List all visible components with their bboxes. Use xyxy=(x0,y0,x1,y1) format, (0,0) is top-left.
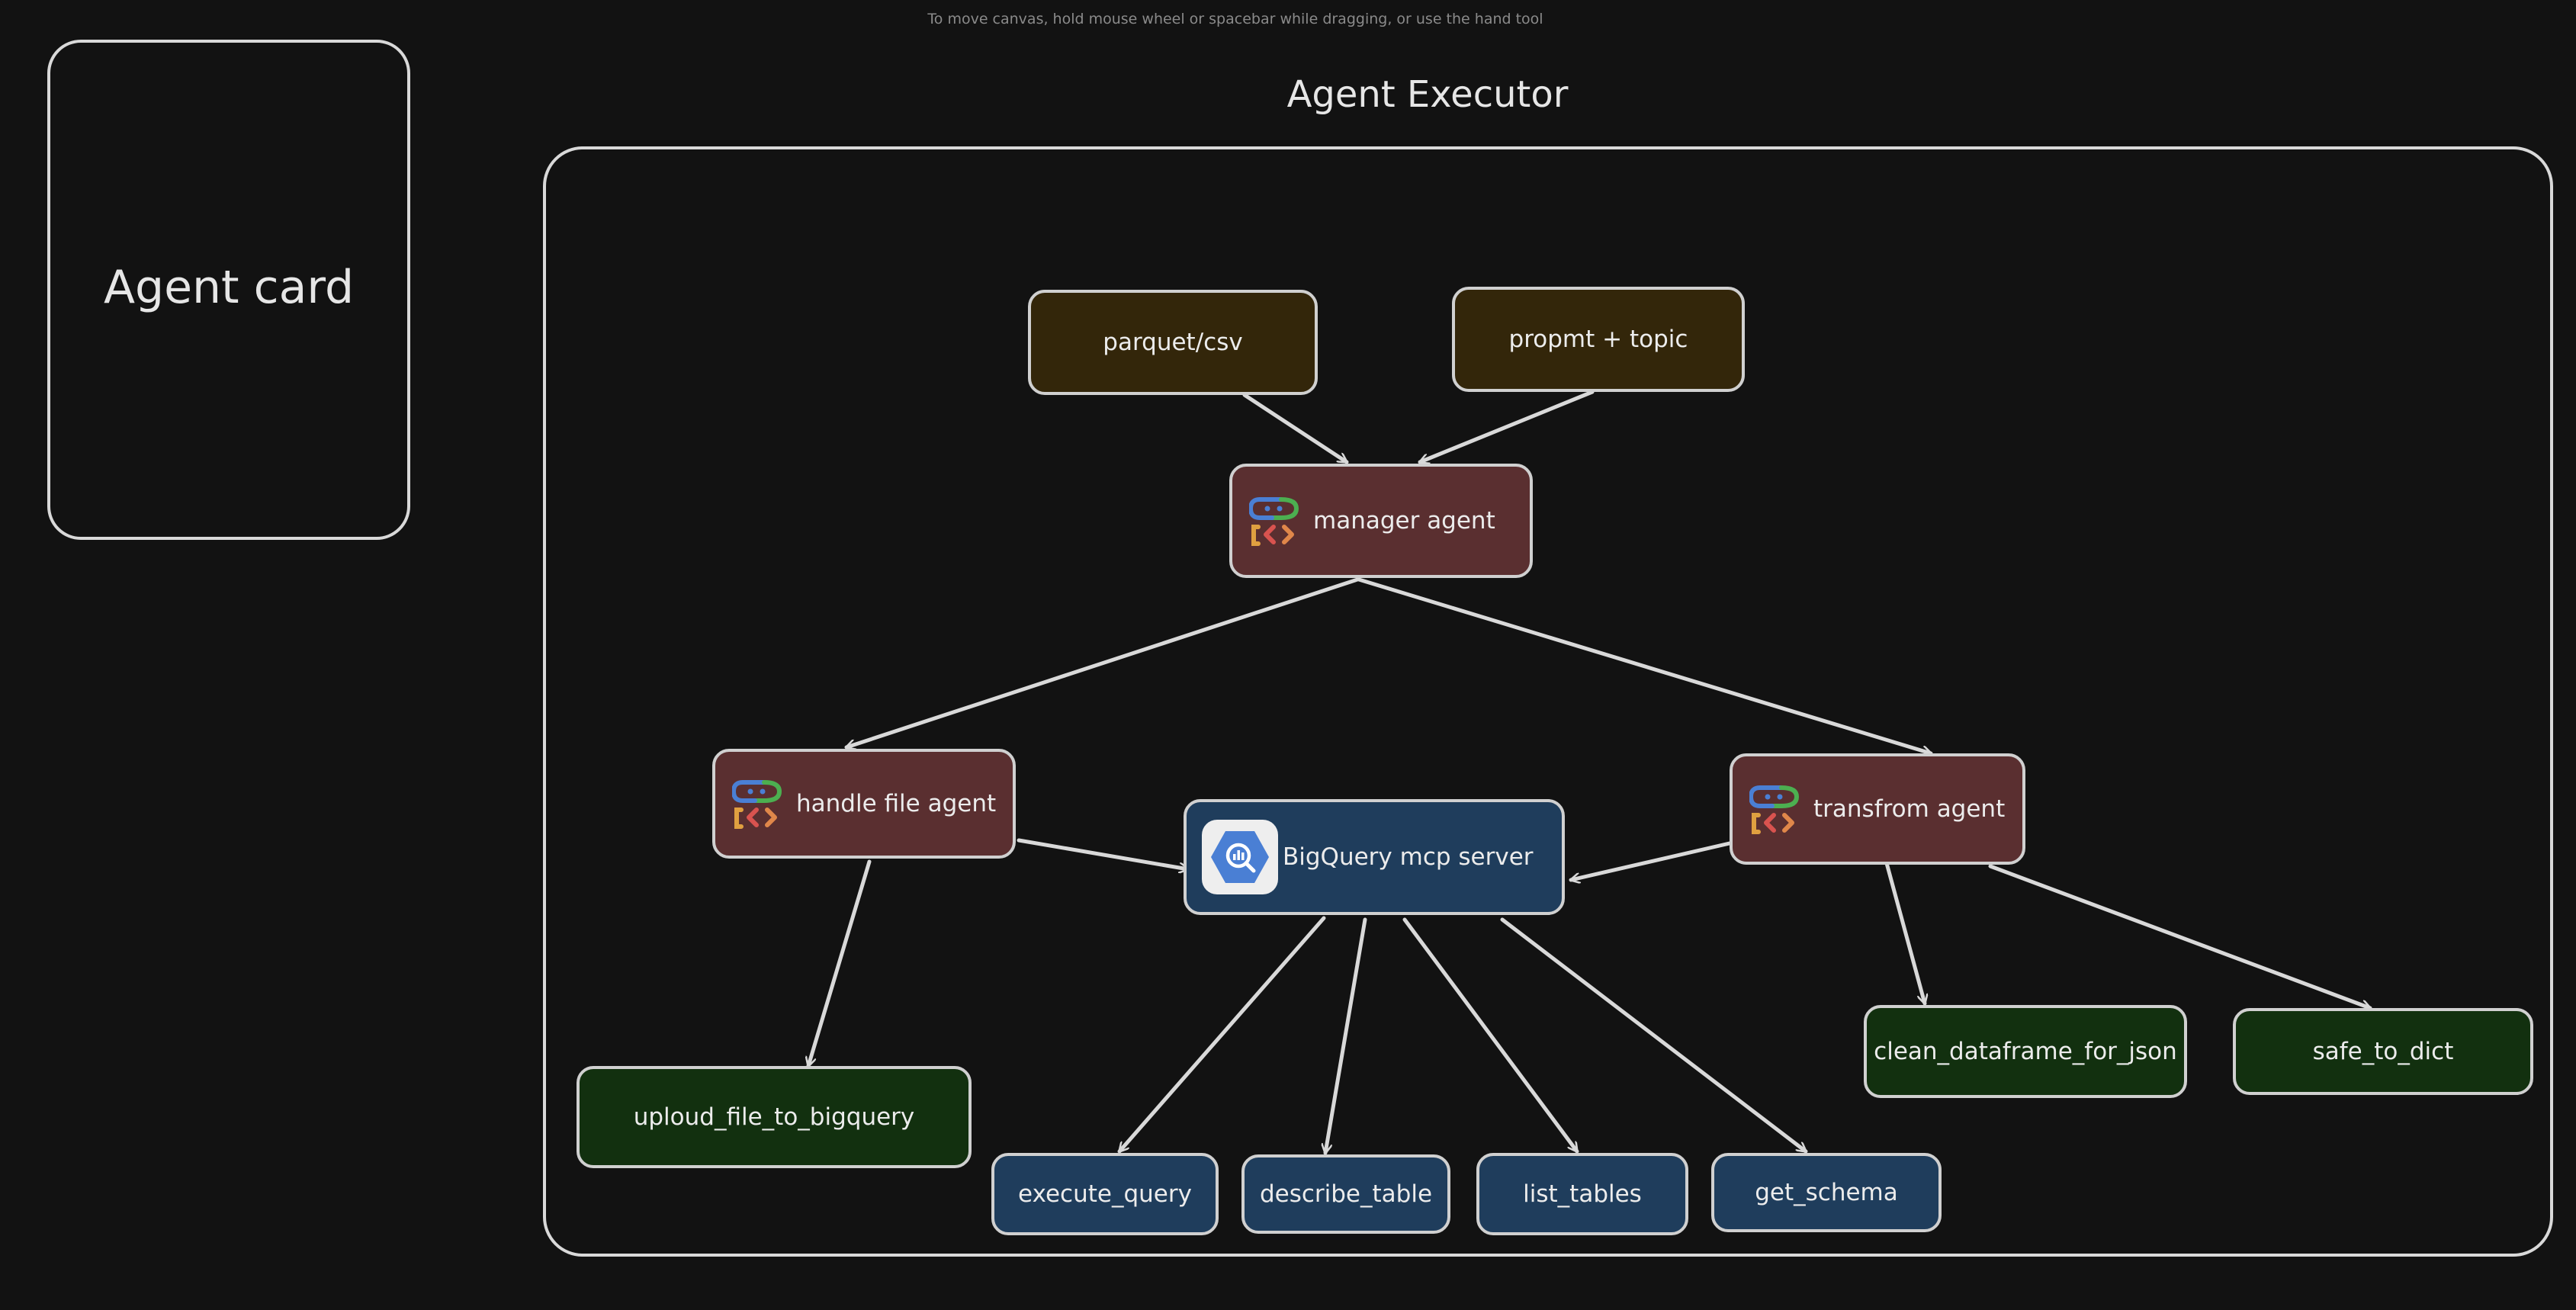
fn-upload-file-to-bigquery-label: uploud_file_to_bigquery xyxy=(633,1103,915,1131)
transform-agent-node[interactable]: transfrom agent xyxy=(1730,753,2025,865)
edge-prompt-to-manager xyxy=(1420,390,1595,462)
fn-safe-to-dict-label: safe_to_dict xyxy=(2312,1038,2454,1065)
agent-icon xyxy=(1249,497,1299,546)
fn-upload-file-to-bigquery[interactable]: uploud_file_to_bigquery xyxy=(577,1066,972,1168)
bigquery-mcp-server-label: BigQuery mcp server xyxy=(1283,843,1534,871)
fn-clean-dataframe-for-json-label: clean_dataframe_for_json xyxy=(1874,1038,2177,1065)
input-parquet-csv[interactable]: parquet/csv xyxy=(1028,290,1318,395)
fn-safe-to-dict[interactable]: safe_to_dict xyxy=(2233,1008,2533,1095)
tool-list-tables-label: list_tables xyxy=(1523,1180,1642,1208)
tool-execute-query[interactable]: execute_query xyxy=(991,1153,1219,1235)
canvas-hint: To move canvas, hold mouse wheel or spac… xyxy=(927,11,1543,27)
tool-describe-table-label: describe_table xyxy=(1259,1180,1433,1208)
edge-handle-to-upload xyxy=(808,859,872,1066)
fn-clean-dataframe-for-json[interactable]: clean_dataframe_for_json xyxy=(1864,1005,2187,1098)
edge-server-to-execute xyxy=(1117,916,1326,1151)
edge-transform-to-clean xyxy=(1884,861,1925,1003)
edge-server-to-schema xyxy=(1500,917,1806,1154)
manager-agent-label: manager agent xyxy=(1313,507,1495,535)
input-prompt-topic[interactable]: propmt + topic xyxy=(1452,287,1745,392)
transform-agent-label: transfrom agent xyxy=(1813,795,2006,823)
edge-server-to-describe xyxy=(1325,917,1367,1153)
executor-frame[interactable] xyxy=(543,146,2553,1257)
tool-list-tables[interactable]: list_tables xyxy=(1476,1153,1688,1235)
tool-get-schema-label: get_schema xyxy=(1755,1179,1898,1206)
tool-execute-query-label: execute_query xyxy=(1018,1180,1192,1208)
executor-title: Agent Executor xyxy=(1286,73,1569,116)
input-prompt-topic-label: propmt + topic xyxy=(1508,326,1688,353)
agent-icon xyxy=(732,780,782,829)
agent-icon xyxy=(1749,785,1800,834)
manager-agent-node[interactable]: manager agent xyxy=(1229,464,1533,578)
agent-card[interactable]: Agent card xyxy=(47,40,410,540)
edge-manager-to-handle xyxy=(846,577,1360,747)
agent-card-title: Agent card xyxy=(103,261,355,314)
handle-file-agent-node[interactable]: handle file agent xyxy=(712,749,1016,859)
tool-describe-table[interactable]: describe_table xyxy=(1241,1154,1450,1234)
edge-server-to-list xyxy=(1402,917,1579,1151)
tool-get-schema[interactable]: get_schema xyxy=(1711,1153,1942,1232)
input-parquet-csv-label: parquet/csv xyxy=(1103,329,1243,356)
edge-manager-to-transform xyxy=(1357,577,1931,753)
edge-file-to-manager xyxy=(1242,393,1347,464)
bigquery-mcp-server-node[interactable]: BigQuery mcp server xyxy=(1184,799,1565,915)
edge-transform-to-server xyxy=(1571,841,1732,880)
bigquery-icon xyxy=(1202,820,1278,894)
handle-file-agent-label: handle file agent xyxy=(796,790,997,817)
edge-handle-to-server xyxy=(1017,838,1188,869)
edge-transform-to-safe xyxy=(1988,864,2370,1008)
